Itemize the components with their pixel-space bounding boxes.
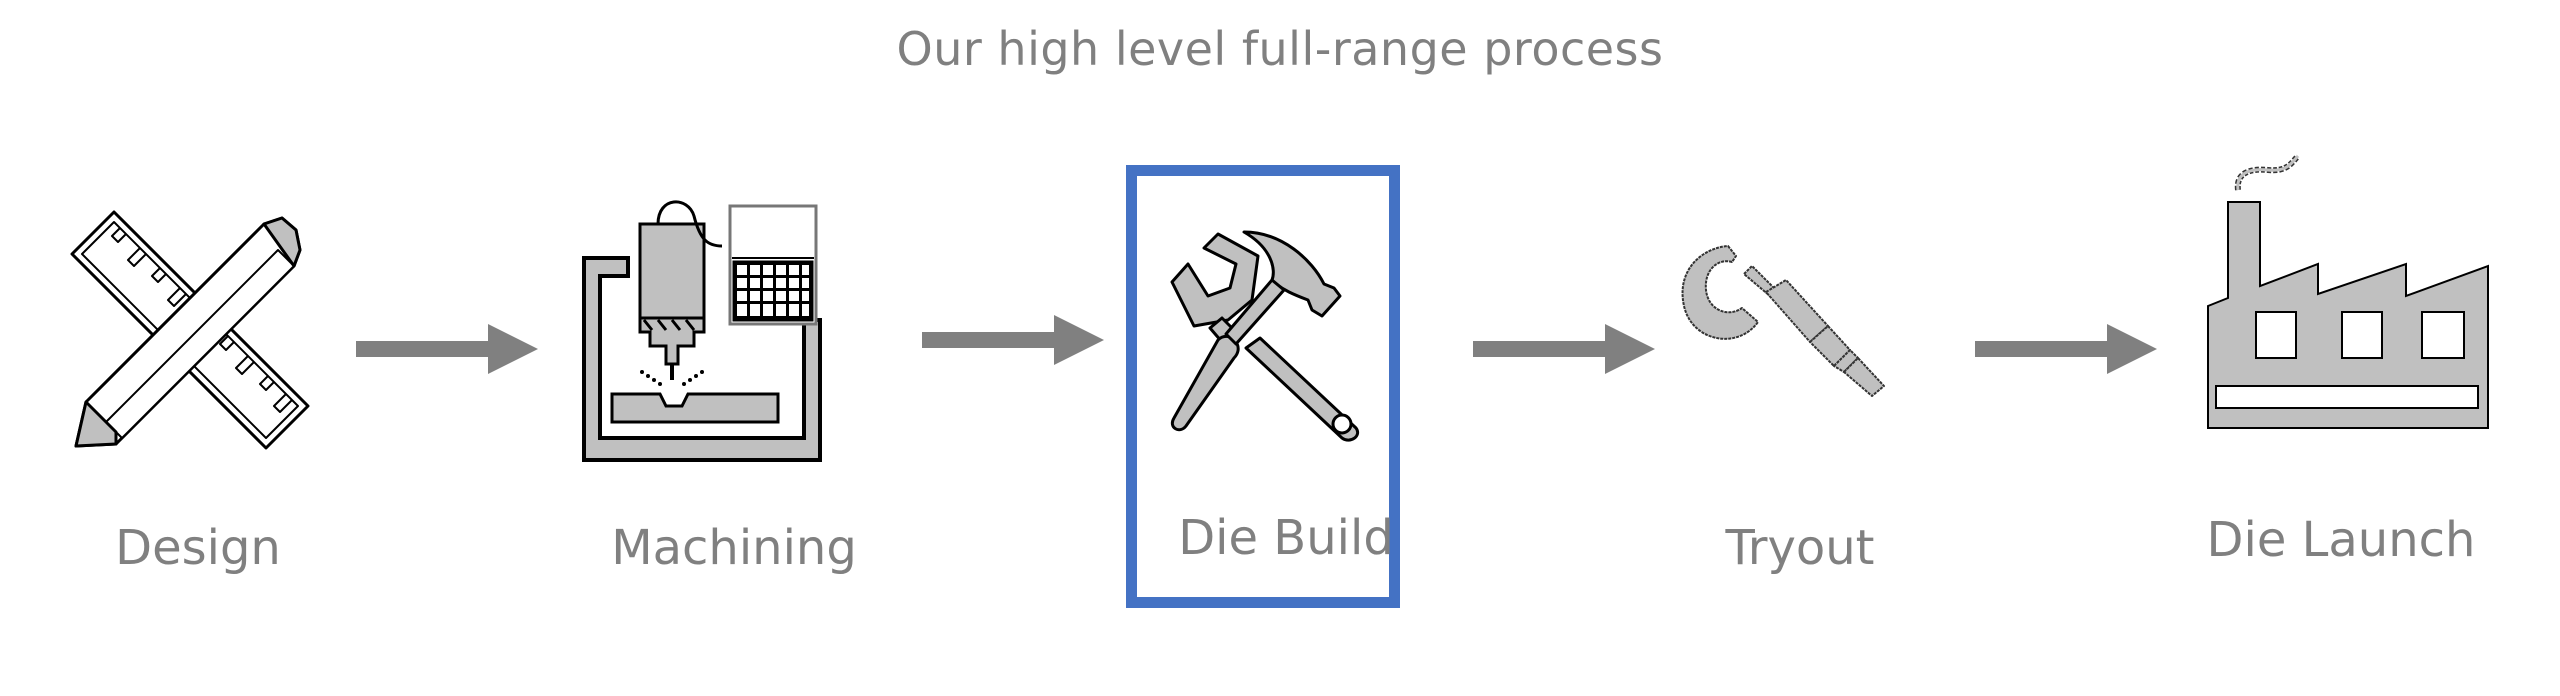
step-label-die-launch: Die Launch <box>2206 512 2476 568</box>
arrow-right-icon <box>922 315 1104 365</box>
cnc-machine-icon <box>582 196 838 464</box>
step-label-tryout: Tryout <box>1725 520 1875 576</box>
arrow-right-icon <box>356 324 538 374</box>
highlight-box <box>1126 165 1400 608</box>
arrow-right-icon <box>1975 324 2157 374</box>
wrench-hammer-icon <box>1170 230 1359 444</box>
step-label-design: Design <box>115 520 281 576</box>
diagram-title: Our high level full-range process <box>896 22 1664 76</box>
micrometer-icon <box>1678 245 1886 424</box>
step-label-die-build: Die Build <box>1178 510 1394 566</box>
factory-icon <box>2207 153 2490 430</box>
arrow-right-icon <box>1473 324 1655 374</box>
step-label-machining: Machining <box>611 520 857 576</box>
pencil-ruler-icon <box>68 210 312 456</box>
